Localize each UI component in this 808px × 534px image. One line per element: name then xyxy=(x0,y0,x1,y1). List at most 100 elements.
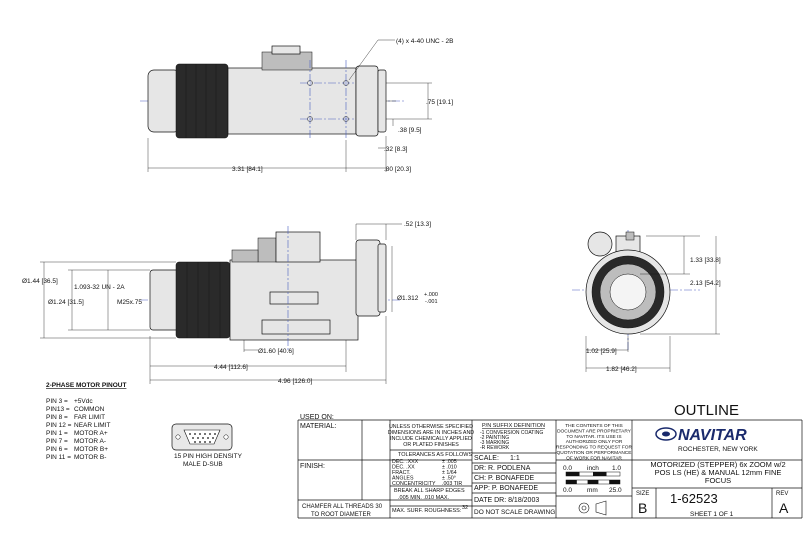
pinout-title: 2-PHASE MOTOR PINOUT xyxy=(46,382,126,389)
chamfer-line2: TO ROOT DIAMETER xyxy=(311,512,371,518)
description-line: POS LS (HE) & MANUAL 12mm FINE xyxy=(655,468,782,477)
pin-number: PIN 1 = xyxy=(46,430,68,437)
inch-label: inch xyxy=(587,465,599,472)
pin-function: +5Vdc xyxy=(74,398,93,405)
size-label: SIZE xyxy=(636,491,649,497)
dim-133: 1.33 [33.8] xyxy=(690,257,721,264)
unless-line: UNLESS OTHERWISE SPECIFIED xyxy=(389,424,473,430)
scale-value: 1:1 xyxy=(510,455,520,462)
tol-value: ± .005 xyxy=(442,459,457,465)
dim-124: Ø1.24 [31.5] xyxy=(48,299,84,306)
company-city: ROCHESTER, NEW YORK xyxy=(678,446,758,453)
outline-title: OUTLINE xyxy=(674,402,739,419)
dim-m25: M25x.75 xyxy=(117,299,142,306)
finish-label: FINISH: xyxy=(300,463,325,470)
dim-1093: 1.093-32 UN - 2A xyxy=(74,284,125,291)
drawing-number: 1-62523 xyxy=(670,491,718,506)
tol-key: DEC. .XXX xyxy=(392,459,419,465)
company-name: NAVITAR xyxy=(678,427,747,444)
top-view: (4) x 4-40 UNC - 2B .75 [19.1] .38 [9.5]… xyxy=(140,38,453,173)
pin-number: PIN 6 = xyxy=(46,446,68,453)
pin-function: FAR LIMIT xyxy=(74,414,105,421)
date-drawn: DATE DR: 8/18/2003 xyxy=(474,497,539,504)
tol-key: CONCENTRICITY xyxy=(392,481,436,487)
unless-line: DIMENSIONS ARE IN INCHES AND xyxy=(388,430,474,436)
proprietary-line: AUTHORIZED ONLY FOR xyxy=(566,439,623,445)
break-line2: .005 MIN. .010 MAX. xyxy=(398,495,450,501)
pn-suffix-title: P/N SUFFIX DEFINITION xyxy=(482,423,545,429)
tol-value: ± .50° xyxy=(442,476,456,482)
material-label: MATERIAL: xyxy=(300,423,336,430)
unless-line: INCLUDE CHEMICALLY APPLIED xyxy=(390,436,472,442)
description-line: FOCUS xyxy=(705,476,731,485)
pin-function: MOTOR B- xyxy=(74,454,106,461)
suffix-row: -2 PAINTING xyxy=(480,435,509,441)
dim-496: 4.96 [126.0] xyxy=(278,378,313,385)
dim-213: 2.13 [54.2] xyxy=(690,280,721,287)
rev-value: A xyxy=(779,500,789,516)
pin-number: PIN13 = xyxy=(46,406,70,413)
dim-tol-plus: +.000 xyxy=(424,292,438,298)
suffix-row: -3 MARKING xyxy=(480,440,509,446)
suffix-row: -1 CONVERSION COATING xyxy=(480,430,543,436)
proprietary-line: OF WORK FOR NAVITAR xyxy=(566,455,622,461)
pin-function: NEAR LIMIT xyxy=(74,422,111,429)
tol-value: .003 TIR xyxy=(442,481,462,487)
dim-144: Ø1.44 [36.5] xyxy=(22,278,58,285)
dim-331: 3.31 [84.1] xyxy=(232,166,263,173)
end-view: 1.33 [33.8] 2.13 [54.2] 1.02 [25.9] 1.82… xyxy=(572,230,721,373)
surf-value: 32 xyxy=(462,505,468,511)
connector-line2: MALE D-SUB xyxy=(183,461,223,468)
inch-one: 1.0 xyxy=(612,465,621,472)
pin-function: COMMON xyxy=(74,406,105,413)
navitar-logo: NAVITAR xyxy=(655,427,747,444)
do-not-scale: DO NOT SCALE DRAWING xyxy=(474,509,555,516)
drawn-by: DR: R. PODLENA xyxy=(474,465,531,472)
mm-zero: 0.0 xyxy=(563,487,572,494)
proprietary-line: QUOTATION OR PERFORMANCE xyxy=(557,450,632,456)
tol-key: FRACT. xyxy=(392,470,411,476)
suffix-row: -R REWORK xyxy=(480,445,510,451)
pin-number: PIN 12 = xyxy=(46,422,72,429)
proprietary-line: THE CONTENTS OF THIS xyxy=(565,423,622,429)
approved-by: APP: P. BONAFEDE xyxy=(474,485,538,492)
rev-label: REV xyxy=(776,491,788,497)
dim-75: .75 [19.1] xyxy=(426,99,453,106)
dim-tol-minus: -.001 xyxy=(425,299,438,305)
dim-102: 1.02 [25.9] xyxy=(586,348,617,355)
tol-key: ANGLES xyxy=(392,476,414,482)
mm-25: 25.0 xyxy=(609,487,622,494)
surf-label: MAX. SURF. ROUGHNESS: xyxy=(392,508,462,514)
pin-function: MOTOR B+ xyxy=(74,446,108,453)
description-line: MOTORIZED (STEPPER) 6x ZOOM w/2 xyxy=(650,460,785,469)
dim-182: 1.82 [46.2] xyxy=(606,366,637,373)
inch-zero: 0.0 xyxy=(563,465,572,472)
pin-number: PIN 8 = xyxy=(46,414,68,421)
pin-number: PIN 7 = xyxy=(46,438,68,445)
dim-32: .32 [8.3] xyxy=(384,146,408,153)
title-block: USED ON: MATERIAL: FINISH: CHAMFER ALL T… xyxy=(297,402,803,519)
dim-80: .80 [20.3] xyxy=(384,166,411,173)
dim-38: .38 [9.5] xyxy=(398,127,422,134)
proprietary-line: RESPONDING TO REQUEST FOR xyxy=(556,445,632,451)
side-view: Ø1.44 [36.5] Ø1.24 [31.5] 1.093-32 UN - … xyxy=(22,221,438,385)
dim-444: 4.44 [112.6] xyxy=(214,364,248,371)
proprietary-line: DOCUMENT ARE PROPRIETARY xyxy=(557,428,632,434)
pin-number: PIN 11 = xyxy=(46,454,71,461)
dim-thread: (4) x 4-40 UNC - 2B xyxy=(396,38,453,45)
break-line1: BREAK ALL SHARP EDGES xyxy=(394,488,465,494)
tol-value: ± 1/64 xyxy=(442,470,457,476)
tol-key: DEC. .XX xyxy=(392,465,415,471)
proprietary-line: TO NAVITAR. ITS USE IS xyxy=(566,434,621,440)
pin-number: PIN 3 = xyxy=(46,398,68,405)
pin-function: MOTOR A+ xyxy=(74,430,108,437)
dim-160: Ø1.60 [40.6] xyxy=(258,348,294,355)
chamfer-line1: CHAMFER ALL THREADS 30 xyxy=(302,504,383,510)
projection-symbol-icon xyxy=(578,500,607,516)
dim-52: .52 [13.3] xyxy=(404,221,431,228)
pin-function: MOTOR A- xyxy=(74,438,106,445)
used-on-label: USED ON: xyxy=(300,414,334,421)
size-value: B xyxy=(638,500,647,516)
